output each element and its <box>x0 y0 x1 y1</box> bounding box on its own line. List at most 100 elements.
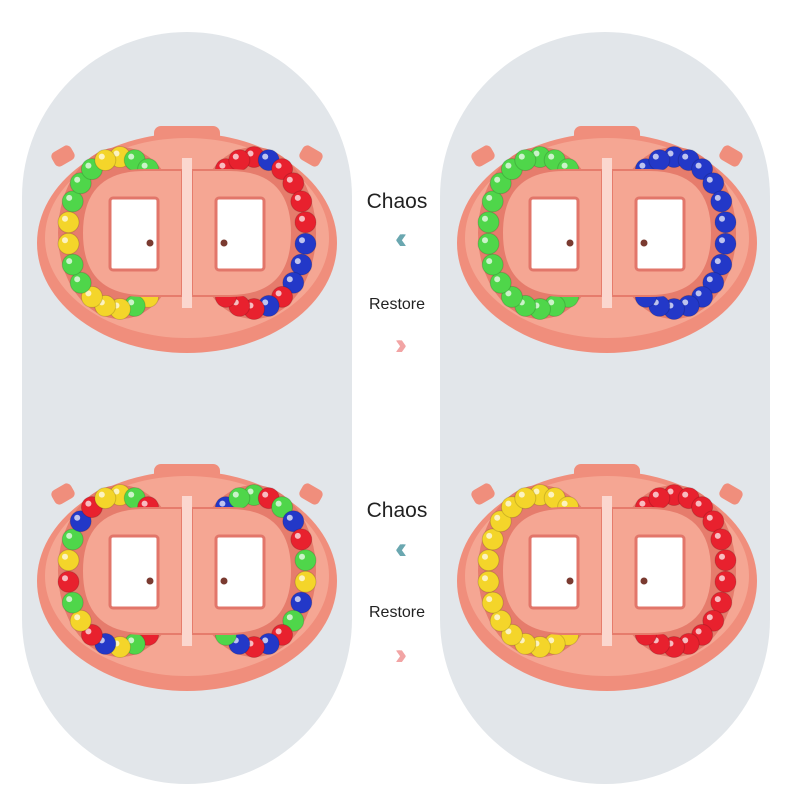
bead-highlight <box>294 194 301 201</box>
bead-highlight <box>695 628 702 635</box>
bead <box>514 487 537 510</box>
side-tab <box>51 483 75 505</box>
bead-highlight <box>128 153 135 160</box>
chaos-label: Chaos <box>366 190 428 213</box>
bead-highlight <box>706 614 713 621</box>
bead <box>710 190 733 213</box>
bead-highlight <box>682 637 689 644</box>
screw <box>220 577 228 585</box>
left-window <box>528 196 580 272</box>
bead-highlight <box>85 500 92 507</box>
bead-highlight <box>66 596 73 603</box>
side-tab <box>299 483 323 505</box>
bead-highlight <box>682 299 689 306</box>
bead-highlight <box>505 628 512 635</box>
bead-highlight <box>294 258 301 265</box>
bead-highlight <box>706 276 713 283</box>
bead-highlight <box>482 553 488 560</box>
bead <box>477 570 500 593</box>
bead-highlight <box>62 553 68 560</box>
bead <box>94 487 117 510</box>
bead-highlight <box>533 488 540 495</box>
toy-scrambled-2 <box>32 456 342 696</box>
bead-highlight <box>275 162 282 169</box>
bead-highlight <box>275 500 282 507</box>
bead-highlight <box>482 575 488 582</box>
bead-highlight <box>85 162 92 169</box>
bead <box>481 253 504 276</box>
bead-highlight <box>286 276 293 283</box>
side-tab <box>719 145 743 167</box>
toy-drawing <box>457 126 757 353</box>
bead-highlight <box>533 150 540 157</box>
center-divider <box>182 496 192 646</box>
bead-highlight <box>98 491 105 498</box>
bead-highlight <box>74 176 81 183</box>
bead-highlight <box>486 532 493 539</box>
bead-highlight <box>113 150 120 157</box>
bead-highlight <box>128 299 135 306</box>
bead-highlight <box>294 532 301 539</box>
bead <box>477 549 500 572</box>
bead-highlight <box>262 299 269 306</box>
bead-highlight <box>561 500 568 507</box>
bead-highlight <box>85 628 92 635</box>
bead-highlight <box>262 491 269 498</box>
bead-highlight <box>62 575 68 582</box>
bead-highlight <box>695 500 702 507</box>
bead-highlight <box>714 532 721 539</box>
bead-highlight <box>695 290 702 297</box>
screw <box>146 239 154 247</box>
center-divider <box>602 496 612 646</box>
screw <box>640 577 648 585</box>
toy-drawing <box>37 126 337 353</box>
left-window <box>528 534 580 610</box>
bead-highlight <box>299 553 305 560</box>
bead-highlight <box>113 488 120 495</box>
bead-highlight <box>299 575 305 582</box>
bead-highlight <box>286 614 293 621</box>
bead-highlight <box>66 258 73 265</box>
bead-highlight <box>714 596 721 603</box>
side-tab <box>471 145 495 167</box>
bead-highlight <box>505 162 512 169</box>
bead <box>714 549 737 572</box>
bead-highlight <box>494 514 501 521</box>
bead <box>294 211 317 234</box>
bead-highlight <box>518 491 525 498</box>
bead <box>714 232 737 255</box>
bead-highlight <box>286 514 293 521</box>
bead <box>57 211 80 234</box>
bead <box>61 591 84 614</box>
bead-highlight <box>639 500 646 507</box>
bead-highlight <box>62 237 68 244</box>
bead <box>57 570 80 593</box>
bead-highlight <box>482 237 488 244</box>
bead-highlight <box>494 614 501 621</box>
toy-scrambled-1 <box>32 118 342 358</box>
bead <box>477 232 500 255</box>
bead-highlight <box>667 488 674 495</box>
screw <box>220 239 228 247</box>
bead-highlight <box>299 237 305 244</box>
chaos-arrow-icon: ‹‹ <box>395 532 407 565</box>
bead-highlight <box>667 150 674 157</box>
bead-highlight <box>561 162 568 169</box>
bead-highlight <box>219 500 226 507</box>
side-tab <box>471 483 495 505</box>
restore-arrow-icon: ›› <box>395 328 407 361</box>
bead-highlight <box>494 176 501 183</box>
toy-solved-2 <box>452 456 762 696</box>
bead-highlight <box>85 290 92 297</box>
chaos-arrow-icon: ‹‹ <box>395 222 407 255</box>
bead-highlight <box>682 491 689 498</box>
bead <box>710 528 733 551</box>
bead-highlight <box>548 299 555 306</box>
bead-highlight <box>299 215 305 222</box>
bead-highlight <box>706 176 713 183</box>
screw <box>640 239 648 247</box>
bead-highlight <box>486 596 493 603</box>
bead <box>714 570 737 593</box>
side-tab <box>299 145 323 167</box>
bead-highlight <box>286 176 293 183</box>
